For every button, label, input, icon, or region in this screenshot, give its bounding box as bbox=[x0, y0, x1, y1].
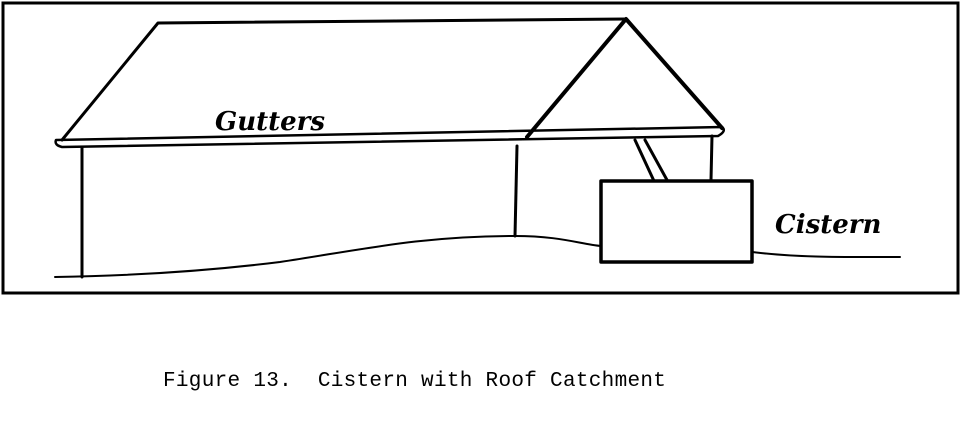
cistern-tank bbox=[599, 179, 754, 264]
figure-frame bbox=[1, 1, 960, 295]
house-drawing bbox=[54, 17, 901, 279]
gutters-label: Gutters bbox=[215, 107, 325, 137]
cistern-label: Cistern bbox=[775, 210, 881, 240]
gable-roof bbox=[525, 17, 724, 139]
main-roof bbox=[60, 17, 628, 142]
ground-line bbox=[54, 235, 602, 278]
middle-wall bbox=[513, 144, 519, 238]
gutter bbox=[54, 125, 726, 149]
ground-line-right bbox=[751, 251, 901, 259]
downspout bbox=[633, 138, 669, 183]
right-wall bbox=[709, 134, 714, 182]
figure-caption: Figure 13. Cistern with Roof Catchment bbox=[163, 370, 667, 393]
